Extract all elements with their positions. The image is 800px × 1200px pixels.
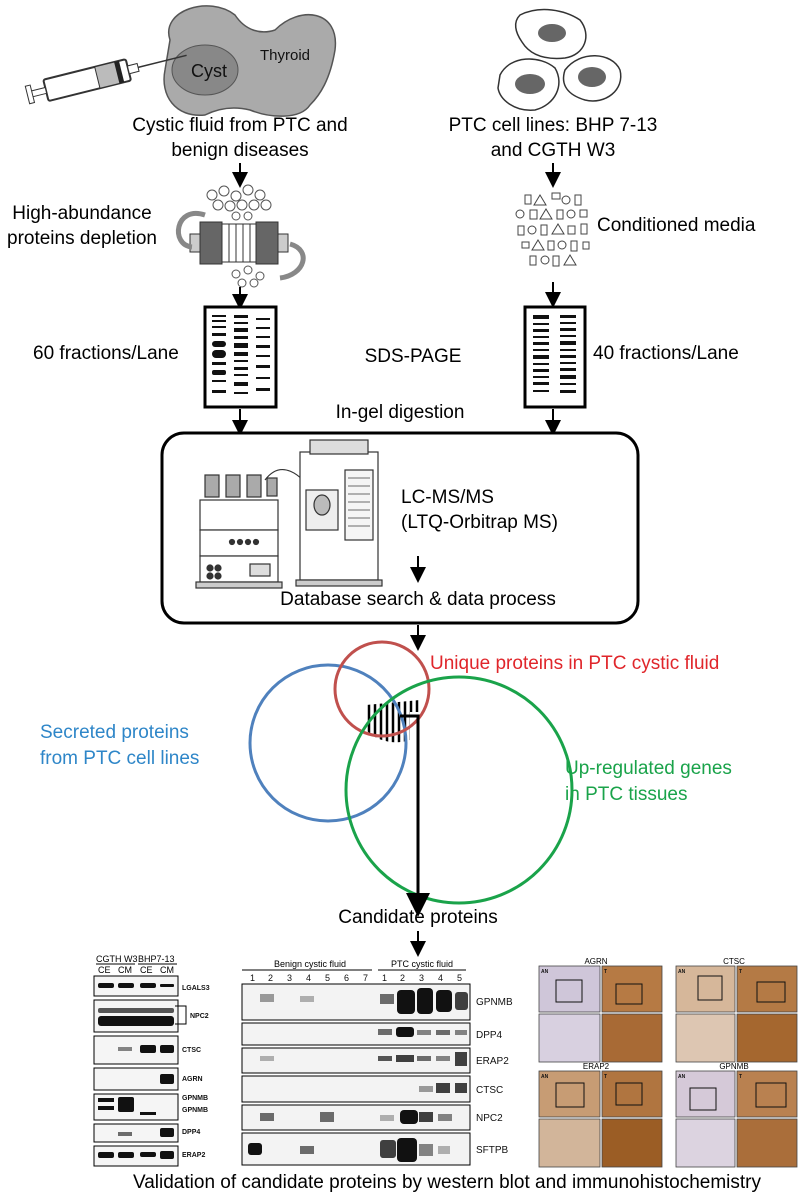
lcms-box [160, 431, 640, 625]
depletion-line1: High-abundance [12, 203, 151, 224]
wb-label-ctsc: CTSC [182, 1047, 201, 1054]
wb-label-lgals3: LGALS3 [182, 985, 210, 992]
upreg-line2: in PTC tissues [565, 784, 687, 805]
upreg-circle [344, 675, 574, 905]
ihc-title-agrn: AGRN [584, 957, 607, 966]
wb-label-erap2: ERAP2 [182, 1152, 205, 1159]
conditioned-media-icon [515, 192, 590, 267]
thyroid-label: Thyroid [260, 47, 310, 64]
lcms-line1: LC-MS/MS [401, 487, 494, 508]
unique-label: Unique proteins in PTC cystic fluid [430, 653, 719, 674]
wb-lane: CE [98, 965, 111, 975]
ms-instrument-icon [295, 439, 383, 587]
lane-num: 1 [250, 973, 255, 983]
left-fractions-label: 60 fractions/Lane [33, 343, 179, 364]
wb-label-dpp4: DPP4 [182, 1129, 200, 1136]
lane-num: 1 [382, 973, 387, 983]
ihc-t: T [739, 969, 742, 975]
cyst-label: Cyst [191, 61, 227, 81]
wb-label-agrn: AGRN [182, 1076, 203, 1083]
lane-num: 2 [400, 973, 405, 983]
wb-label-gpnmb: GPNMB [182, 1095, 208, 1102]
syringe-icon [24, 54, 187, 105]
western-blot-cell-lines: CGTH W3 BHP7-13 CE CM CE CM LGALS3 [93, 954, 210, 1167]
depletion-column-icon [175, 184, 306, 288]
protein-gpnmb: GPNMB [476, 997, 513, 1008]
secreted-line2: from PTC cell lines [40, 748, 199, 769]
wb-label-gpnmb: GPNMB [182, 1107, 208, 1114]
ihc-an: AN [541, 1074, 549, 1080]
protein-ctsc: CTSC [476, 1085, 503, 1096]
wb-lane: CM [118, 965, 132, 975]
thyroid-illustration: Cyst Thyroid [163, 5, 337, 117]
database-label: Database search & data process [280, 589, 556, 610]
ihc-title-gpnmb: GPNMB [719, 1062, 748, 1071]
benign-label: Benign cystic fluid [274, 959, 346, 969]
lane-num: 5 [325, 973, 330, 983]
wb-lane: CE [140, 965, 153, 975]
right-fractions-label: 40 fractions/Lane [593, 343, 739, 364]
unique-circle [333, 640, 431, 738]
protein-sftpb: SFTPB [476, 1145, 509, 1156]
lane-num: 5 [457, 973, 462, 983]
upreg-line1: Up-regulated genes [565, 758, 732, 779]
right-source-line2: and CGTH W3 [491, 140, 616, 161]
protein-erap2: ERAP2 [476, 1056, 509, 1067]
wb-label-npc2: NPC2 [190, 1013, 209, 1020]
wb-lane: CM [160, 965, 174, 975]
ihc-t: T [604, 1074, 607, 1080]
lane-num: 3 [419, 973, 424, 983]
footer-caption: Validation of candidate proteins by west… [133, 1172, 762, 1193]
lane-num: 3 [287, 973, 292, 983]
ihc-an: AN [541, 969, 549, 975]
protein-npc2: NPC2 [476, 1113, 503, 1124]
venn-diagram [248, 640, 574, 917]
ihc-title-erap2: ERAP2 [583, 1062, 610, 1071]
western-blot-cystic-fluid: Benign cystic fluid PTC cystic fluid 1 2… [241, 959, 513, 1166]
lane-num: 7 [363, 973, 368, 983]
ihc-an: AN [678, 1074, 686, 1080]
lane-num: 6 [344, 973, 349, 983]
lcms-line2: (LTQ-Orbitrap MS) [401, 512, 558, 533]
candidate-arrow [400, 714, 430, 917]
lc-instrument-icon [195, 469, 319, 589]
ihc-panels: AGRN CTSC ERAP2 GPNMB [538, 957, 798, 1168]
ihc-t: T [739, 1074, 742, 1080]
depletion-line2: proteins depletion [7, 228, 157, 249]
lane-num: 4 [438, 973, 443, 983]
ihc-title-ctsc: CTSC [723, 957, 745, 966]
candidate-label: Candidate proteins [338, 907, 498, 928]
ihc-t: T [604, 969, 607, 975]
lane-num: 4 [306, 973, 311, 983]
cell-lines-icon [497, 8, 622, 111]
lane-num: 2 [268, 973, 273, 983]
in-gel-digestion-label: In-gel digestion [336, 402, 465, 423]
wb-group2: BHP7-13 [138, 954, 175, 964]
ptc-label: PTC cystic fluid [391, 959, 453, 969]
right-source-line1: PTC cell lines: BHP 7-13 [449, 115, 658, 136]
left-gel-icon [203, 305, 278, 409]
left-source-line1: Cystic fluid from PTC and [132, 115, 347, 136]
ihc-an: AN [678, 969, 686, 975]
protein-dpp4: DPP4 [476, 1030, 503, 1041]
sds-page-label: SDS-PAGE [365, 346, 462, 367]
right-gel-icon [523, 305, 587, 409]
left-source-line2: benign diseases [171, 140, 308, 161]
secreted-line1: Secreted proteins [40, 722, 189, 743]
conditioned-media-label: Conditioned media [597, 215, 756, 236]
wb-group1: CGTH W3 [96, 954, 138, 964]
secreted-circle [248, 663, 408, 823]
